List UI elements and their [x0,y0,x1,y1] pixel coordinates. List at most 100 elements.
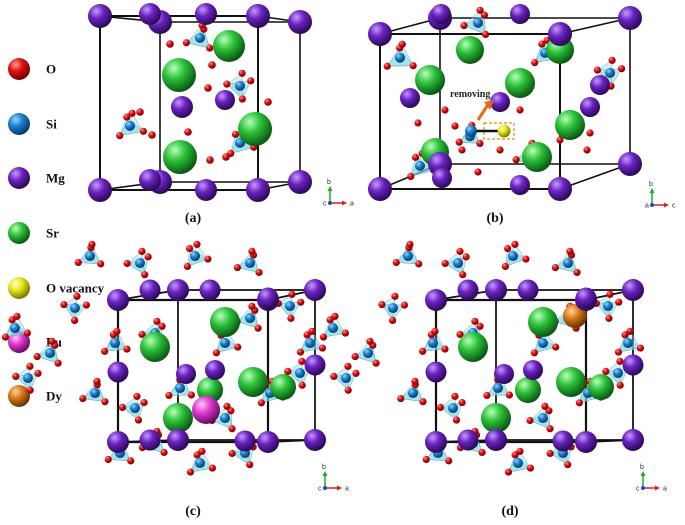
oxygen-atom [526,416,534,425]
oxygen-atom [419,347,427,355]
oxygen-atom [208,464,217,472]
oxygen-atom [583,146,591,154]
legend-label: O vacancy [46,281,105,296]
oxygen-atom [516,447,524,455]
legend-item: Dy [8,385,62,407]
magnesium-atom [425,289,447,311]
oxygen-atom [8,58,30,80]
oxygen-atom [556,136,564,144]
oxygen-atom [238,95,246,103]
b-axis-arrowhead [327,186,333,191]
oxygen-atom [512,156,520,164]
strontium-atom [270,374,296,400]
legend-item: Mg [8,167,65,189]
axis-label-horizontal: a [350,201,354,208]
silicon-atom [175,383,185,394]
oxygen-atom [298,357,306,365]
silicon-atom [465,125,477,137]
silicon-atom [508,251,518,262]
oxygen-atom [48,337,56,345]
silicon-atom [395,52,405,63]
oxygen-atom [187,391,196,399]
magnesium-atom [8,167,30,189]
oxygen-atom [474,168,482,176]
oxygen-atom [441,259,449,268]
oxygen-atom [406,240,414,248]
magnesium-atom [288,170,312,194]
magnesium-atom [88,4,112,28]
depth-axis-dot [328,201,332,205]
oxygen-atom [407,172,415,180]
magnesium-atom [425,431,447,453]
magnesium-atom [215,90,235,110]
oxygen-atom [414,119,422,127]
oxygen-atom [422,455,430,464]
magnesium-atom [139,3,161,25]
oxygen-atom [616,381,624,389]
depth-axis-dot [323,486,327,490]
magnesium-atom [205,360,225,380]
axis-label-horizontal: c [672,203,676,210]
oxygen-atom [476,139,484,148]
oxygen-atom [223,80,231,88]
oxygen-atom [54,359,62,367]
oxygen-atom [206,44,214,52]
oxygen-atom [460,21,468,30]
axis-label-horizontal: a [663,486,667,493]
oxygen-atom [602,367,610,376]
oxygen-atom [344,362,352,370]
oxygen-atom [445,457,453,465]
oxygen-vacancy [497,124,511,138]
oxygen-atom [13,312,21,320]
strontium-atom [456,36,484,64]
magnesium-atom [580,97,600,117]
axis-label-depth: c [636,486,640,493]
oxygen-atom [97,260,105,268]
oxygen-atom [351,352,359,361]
oxygen-atom [255,268,263,277]
silicon-atom [493,383,503,394]
oxygen-atom [522,255,530,263]
vacancy-highlight-box [483,122,515,140]
magnesium-atom [167,429,189,451]
oxygen-atom [228,425,236,433]
axis-label-vertical: b [327,179,331,186]
europium-atom [192,396,220,424]
strontium-atom [556,367,586,397]
oxygen-atom [331,312,339,320]
magnesium-atom [107,431,129,453]
horizontal-axis-arrowhead [655,485,660,491]
oxygen-atom [12,372,20,381]
oxygen-atom [436,403,445,412]
legend-item: O [8,58,56,80]
oxygen-atom [608,56,616,64]
cell-edge [559,163,631,190]
oxygen-atom [123,345,131,353]
b-axis-arrowhead [649,188,655,193]
oxygen-atom [411,153,420,161]
oxygen-atom [93,377,101,385]
magnesium-atom [234,430,256,452]
magnesium-atom [457,279,479,301]
silicon-atom [135,258,145,269]
oxygen-atom [34,369,42,377]
silicon-atom [605,67,615,78]
oxygen-atom [247,77,255,85]
oxygen-atom [389,316,397,324]
magnesium-atom [618,6,642,30]
oxygen-atom [204,84,212,92]
magnesium-atom [622,354,644,376]
oxygen-atom [1,333,10,341]
magnesium-atom [368,22,392,46]
magnesium-atom [107,361,129,383]
panel-label: (d) [501,504,518,519]
legend-item: O vacancy [8,277,105,299]
oxygen-atom [206,156,214,164]
magnesium-atom [552,430,574,452]
oxygen-atom [71,316,79,324]
magnesium-atom [139,279,161,301]
magnesium-atom [523,360,543,380]
oxygen-atom [451,122,459,130]
oxygen-atom [138,330,146,339]
